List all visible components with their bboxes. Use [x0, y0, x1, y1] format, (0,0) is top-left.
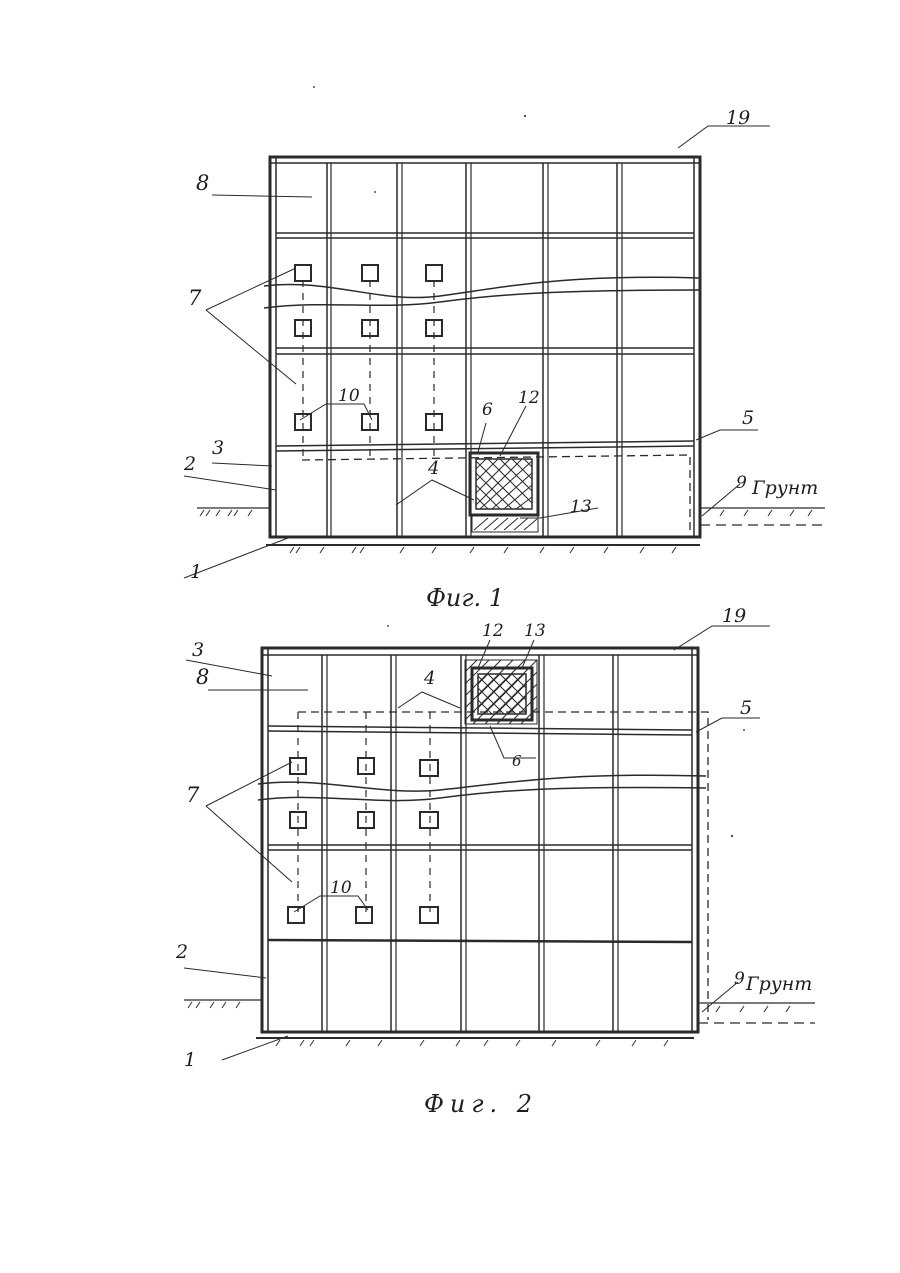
- fig2-leaders: [184, 626, 770, 1060]
- fig1-label-1: 1: [190, 561, 202, 583]
- fig2-label-4: 4: [423, 668, 435, 689]
- fig2-label-19: 19: [722, 605, 746, 627]
- scan-specks: [313, 86, 745, 837]
- fig1-jack: [362, 265, 378, 281]
- fig1-label-2: 2: [183, 453, 196, 475]
- fig2-hatched-module: [465, 660, 537, 724]
- fig2-label-10: 10: [330, 878, 352, 898]
- fig2-caption: Фиг. 2: [424, 1090, 538, 1118]
- fig2-label-1: 1: [184, 1049, 196, 1071]
- fig2-jack: [420, 907, 438, 923]
- fig1-outer-frame: [270, 157, 700, 537]
- fig2-label-13: 13: [524, 621, 546, 641]
- fig1-label-13: 13: [570, 497, 592, 517]
- fig2-label-9: 9: [734, 969, 745, 989]
- fig2-jacks: [288, 712, 438, 923]
- fig1-label-9: 9: [736, 473, 747, 493]
- fig2-label-ground: Грунт: [745, 973, 812, 995]
- fig2-label-8: 8: [196, 665, 209, 689]
- fig1-leaders: [184, 126, 770, 578]
- fig1-caption: Фиг. 1: [426, 584, 504, 612]
- fig2-label-12: 12: [482, 621, 504, 641]
- fig2-jack: [288, 907, 304, 923]
- fig1-label-10: 10: [338, 386, 360, 406]
- fig2-break-line-bottom: [258, 787, 706, 800]
- fig1-label-3: 3: [212, 437, 224, 459]
- fig2-label-7: 7: [186, 783, 200, 807]
- fig1-label-19: 19: [726, 107, 750, 129]
- fig2-jack: [420, 812, 438, 828]
- fig1-jacks: [295, 265, 442, 460]
- fig2-jack: [420, 760, 438, 776]
- fig1-label-6: 6: [482, 400, 493, 420]
- fig2-label-2: 2: [175, 941, 188, 963]
- figure-1: 19 8 7 10 6 12 5 3 2 4 9 Грунт 13 1 Фиг.…: [183, 107, 825, 612]
- fig1-label-ground: Грунт: [751, 477, 818, 499]
- fig1-jack: [295, 265, 311, 281]
- figure-2: 12 13 19 3 8 4 5 6 7 10 2 9 Грунт 1 Фиг.…: [175, 605, 815, 1118]
- fig1-jack: [426, 265, 442, 281]
- fig1-label-7: 7: [188, 286, 202, 310]
- fig1-columns: [327, 163, 622, 537]
- fig1-label-8: 8: [196, 171, 209, 195]
- fig2-label-3: 3: [192, 639, 204, 661]
- fig2-label-5: 5: [740, 697, 752, 719]
- fig1-label-5: 5: [742, 407, 754, 429]
- fig2-jack: [356, 907, 372, 923]
- fig1-label-12: 12: [518, 388, 540, 408]
- fig2-label-6: 6: [512, 752, 522, 770]
- fig2-floors: [268, 726, 692, 942]
- fig1-label-4: 4: [427, 458, 439, 479]
- fig2-break-line-top: [258, 775, 706, 791]
- fig1-break-line-top: [264, 277, 700, 297]
- fig1-hatched-module: [470, 453, 538, 532]
- fig1-break-line-bottom: [264, 290, 700, 308]
